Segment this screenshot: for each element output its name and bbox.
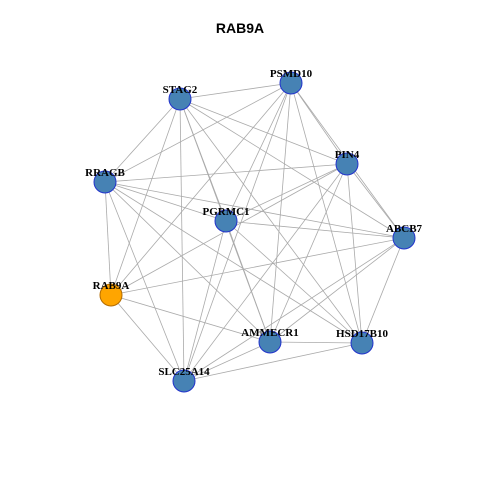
- edge-rragb-rab9a: [104, 181, 112, 296]
- node-hsd17b10[interactable]: HSD17B10: [336, 328, 388, 355]
- node-circle[interactable]: [392, 226, 416, 250]
- node-circle[interactable]: [335, 152, 359, 176]
- node-label: RRAGB: [85, 167, 125, 179]
- node-slc25a14[interactable]: SLC25A14: [158, 366, 210, 393]
- edge-abcb7-slc25a14: [183, 237, 405, 382]
- edge-ammecr1-slc25a14: [183, 341, 271, 382]
- node-label: PSMD10: [270, 68, 313, 80]
- edge-abcb7-hsd17b10: [361, 237, 405, 344]
- node-circle[interactable]: [172, 369, 196, 393]
- node-label: SLC25A14: [158, 366, 210, 378]
- edge-rragb-pgrmc1: [104, 181, 227, 222]
- node-circle[interactable]: [93, 170, 117, 194]
- edge-pgrmc1-hsd17b10: [225, 220, 363, 344]
- node-rragb[interactable]: RRAGB: [85, 167, 126, 194]
- node-label: PIN4: [335, 149, 360, 161]
- edge-psmd10-pgrmc1: [225, 82, 292, 222]
- edge-pin4-rragb: [104, 163, 348, 183]
- node-label: HSD17B10: [336, 328, 388, 340]
- node-circle[interactable]: [99, 283, 123, 307]
- node-label: ABCB7: [386, 223, 423, 235]
- edge-psmd10-rragb: [104, 82, 292, 183]
- node-circle[interactable]: [214, 209, 238, 233]
- node-label: AMMECR1: [241, 327, 298, 339]
- edge-pin4-slc25a14: [183, 163, 348, 382]
- node-label: STAG2: [163, 84, 198, 96]
- edge-rragb-hsd17b10: [104, 181, 363, 344]
- edge-abcb7-rab9a: [110, 237, 405, 296]
- edge-pgrmc1-slc25a14: [183, 220, 227, 382]
- edges-layer: [104, 82, 405, 382]
- node-psmd10[interactable]: PSMD10: [270, 68, 313, 95]
- edge-stag2-psmd10: [179, 82, 292, 100]
- node-ammecr1[interactable]: AMMECR1: [241, 327, 299, 354]
- edge-pgrmc1-ammecr1: [225, 220, 271, 343]
- node-label: RAB9A: [93, 280, 130, 292]
- edge-rragb-ammecr1: [104, 181, 271, 343]
- node-pgrmc1[interactable]: PGRMC1: [202, 206, 250, 233]
- edge-pin4-hsd17b10: [346, 163, 363, 344]
- edge-stag2-slc25a14: [179, 98, 185, 382]
- edge-rab9a-ammecr1: [110, 294, 271, 343]
- node-stag2[interactable]: STAG2: [163, 84, 198, 111]
- edge-ammecr1-hsd17b10: [269, 341, 363, 344]
- edge-pin4-pgrmc1: [225, 163, 348, 222]
- edge-hsd17b10-slc25a14: [183, 342, 363, 382]
- edge-pin4-abcb7: [346, 163, 405, 239]
- node-circle[interactable]: [279, 71, 303, 95]
- edge-stag2-hsd17b10: [179, 98, 363, 344]
- edge-psmd10-ammecr1: [269, 82, 292, 343]
- node-pin4[interactable]: PIN4: [335, 149, 360, 176]
- edge-stag2-rragb: [104, 98, 181, 183]
- edge-psmd10-hsd17b10: [290, 82, 363, 344]
- edge-stag2-rab9a: [110, 98, 181, 296]
- edge-psmd10-slc25a14: [183, 82, 292, 382]
- node-circle[interactable]: [258, 330, 282, 354]
- edge-stag2-pin4: [179, 98, 348, 165]
- node-label: PGRMC1: [202, 206, 249, 218]
- edge-psmd10-rab9a: [110, 82, 292, 296]
- edge-rragb-abcb7: [104, 181, 405, 239]
- edge-pgrmc1-abcb7: [225, 220, 405, 239]
- node-rab9a[interactable]: RAB9A: [93, 280, 130, 307]
- edge-rragb-slc25a14: [104, 181, 185, 382]
- node-circle[interactable]: [168, 87, 192, 111]
- node-abcb7[interactable]: ABCB7: [386, 223, 423, 250]
- edge-pin4-ammecr1: [269, 163, 348, 343]
- node-circle[interactable]: [350, 331, 374, 355]
- edge-rab9a-slc25a14: [110, 294, 185, 382]
- edge-abcb7-ammecr1: [269, 237, 405, 343]
- diagram-title: RAB9A: [215, 20, 265, 36]
- edge-psmd10-pin4: [290, 82, 348, 165]
